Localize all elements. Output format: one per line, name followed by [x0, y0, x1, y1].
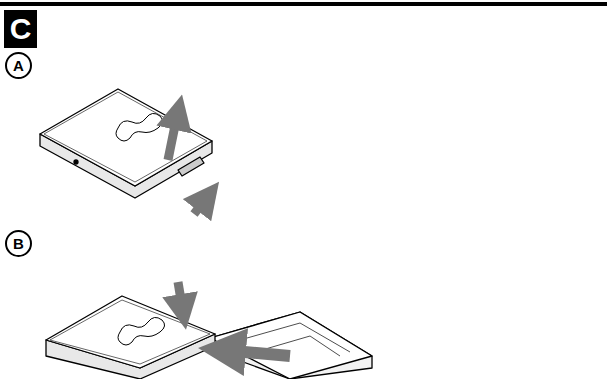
node-label: A: [13, 58, 24, 73]
top-rule: [0, 2, 607, 6]
section-letter-box: C: [4, 10, 37, 48]
player-open: [46, 296, 372, 379]
step-circle: B: [5, 230, 32, 257]
node-label: B: [13, 236, 24, 251]
player-closed: [40, 89, 212, 198]
press-arrow: [178, 282, 183, 312]
step-circle: A: [5, 52, 32, 79]
slide-arrow: [194, 196, 208, 214]
node-label: C: [10, 14, 32, 44]
insert-arrow: [222, 350, 290, 356]
open-arrow: [168, 112, 178, 160]
